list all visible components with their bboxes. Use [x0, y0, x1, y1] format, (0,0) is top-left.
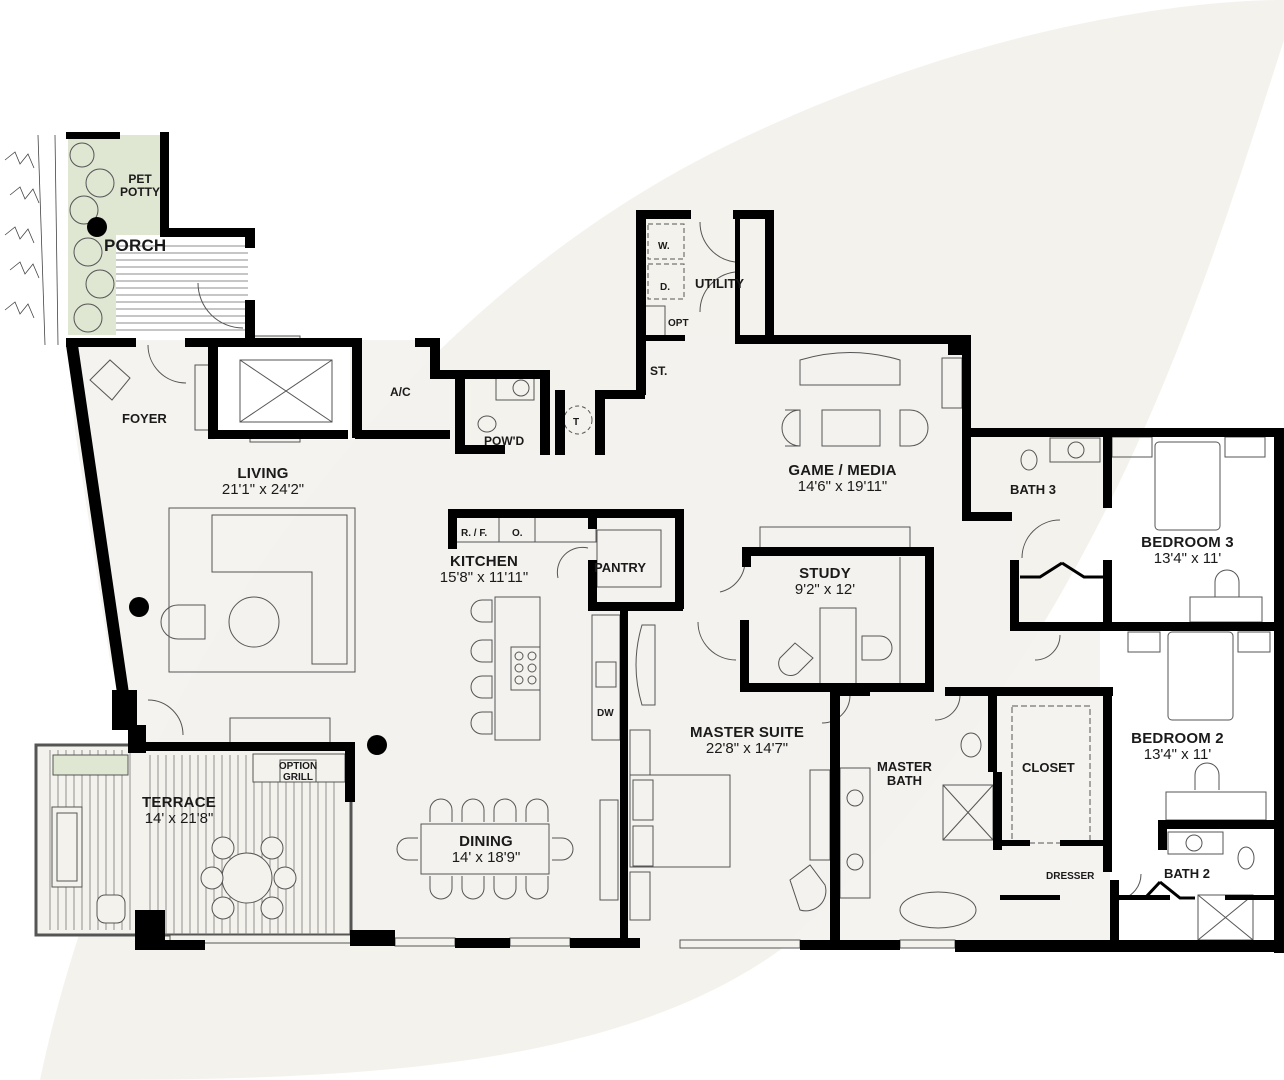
column — [129, 597, 149, 617]
room-label-ac: A/C — [390, 384, 411, 401]
room-label-game-media: GAME / MEDIA 14'6" x 19'11" — [770, 463, 915, 495]
room-label-utility: UTILITY — [695, 276, 744, 293]
dishwasher-name: DW — [597, 708, 614, 719]
terrace-table — [221, 852, 273, 904]
room-label-oven: O. — [512, 524, 523, 541]
dining-dims: 14' x 18'9" — [451, 848, 521, 866]
master-bath-line1: MASTER — [877, 759, 932, 774]
porch-name: PORCH — [104, 236, 167, 255]
study-dims: 9'2" x 12' — [794, 580, 856, 598]
room-label-opt: OPT — [668, 314, 689, 331]
washer-name: W. — [658, 241, 670, 252]
room-label-trash: T — [573, 413, 579, 430]
opt-name: OPT — [668, 318, 689, 329]
room-label-dishwasher: DW — [597, 704, 614, 721]
terrace-name: TERRACE — [142, 794, 216, 811]
room-label-washer: W. — [658, 237, 670, 254]
room-label-dresser: DRESSER — [1046, 867, 1094, 884]
room-label-master-suite: MASTER SUITE 22'8" x 14'7" — [677, 725, 817, 757]
terrace-sofa-cushion — [56, 812, 78, 882]
bath2-name: BATH 2 — [1164, 866, 1210, 881]
room-label-foyer: FOYER — [122, 411, 167, 428]
dresser-name: DRESSER — [1046, 871, 1095, 882]
room-label-dining: DINING 14' x 18'9" — [436, 834, 536, 866]
room-label-bedroom3: BEDROOM 3 13'4" x 11' — [1130, 535, 1245, 567]
column — [367, 735, 387, 755]
bath3-name: BATH 3 — [1010, 482, 1056, 497]
closet-name: CLOSET — [1022, 760, 1075, 775]
master-bath-line2: BATH — [886, 772, 923, 788]
terrace-planter — [52, 754, 129, 776]
room-label-living: LIVING 21'1" x 24'2" — [208, 466, 318, 498]
game-media-dims: 14'6" x 19'11" — [797, 477, 888, 495]
kitchen-dims: 15'8" x 11'11" — [439, 568, 529, 586]
master-suite-dims: 22'8" x 14'7" — [705, 739, 789, 757]
walls — [66, 132, 1284, 953]
kitchen-name: KITCHEN — [449, 553, 519, 570]
room-label-study: STUDY 9'2" x 12' — [780, 566, 870, 598]
refrigerator-name: R. / F. — [461, 528, 488, 539]
pantry-name: PANTRY — [594, 560, 646, 575]
porch-decking — [116, 245, 248, 331]
bedroom2-name: BEDROOM 2 — [1131, 730, 1224, 747]
room-label-powder: POW'D — [484, 433, 524, 450]
dining-name: DINING — [459, 833, 513, 850]
bedroom3-dims: 13'4" x 11' — [1153, 549, 1222, 567]
terrace-chair — [96, 894, 126, 924]
room-label-porch: PORCH — [104, 237, 166, 255]
terrace-chairs — [200, 836, 297, 920]
room-label-master-bath: MASTER BATH — [872, 760, 937, 787]
ac-name: A/C — [390, 385, 411, 399]
room-label-storage: ST. — [650, 363, 667, 380]
room-label-bath2: BATH 2 — [1164, 866, 1210, 883]
option-grill-line2: GRILL — [283, 771, 313, 783]
pet-potty-line2: POTTY — [119, 184, 160, 199]
room-label-closet: CLOSET — [1022, 760, 1075, 777]
hedge-plants — [4, 134, 59, 346]
game-media-name: GAME / MEDIA — [788, 462, 897, 479]
room-label-kitchen: KITCHEN 15'8" x 11'11" — [424, 554, 544, 586]
room-label-pantry: PANTRY — [594, 560, 646, 577]
column — [87, 217, 107, 237]
option-grill-line1: OPTION — [278, 761, 318, 772]
oven-name: O. — [512, 528, 523, 539]
bedroom2-dims: 13'4" x 11' — [1143, 745, 1212, 763]
option-grill-unit — [279, 759, 317, 783]
terrace-dims: 14' x 21'8" — [144, 809, 214, 827]
room-label-pet-potty: PET POTTY — [119, 173, 161, 198]
trash-name: T — [573, 417, 580, 428]
living-dims: 21'1" x 24'2" — [221, 480, 305, 498]
shrubs — [69, 142, 115, 333]
room-label-bath3: BATH 3 — [1010, 482, 1056, 499]
room-label-dryer: D. — [660, 278, 670, 295]
pet-potty-line1: PET — [128, 172, 152, 186]
study-name: STUDY — [799, 565, 851, 582]
storage-name: ST. — [650, 364, 668, 378]
master-suite-name: MASTER SUITE — [689, 724, 805, 741]
bedroom3-name: BEDROOM 3 — [1141, 534, 1234, 551]
room-label-bedroom2: BEDROOM 2 13'4" x 11' — [1120, 731, 1235, 763]
closet-doors — [1020, 561, 1195, 900]
living-name: LIVING — [237, 465, 289, 482]
powder-name: POW'D — [484, 434, 525, 448]
pet-potty-area — [116, 135, 166, 235]
room-label-refrigerator: R. / F. — [461, 524, 487, 541]
foyer-name: FOYER — [122, 411, 167, 426]
room-label-terrace: TERRACE 14' x 21'8" — [134, 795, 224, 827]
utility-name: UTILITY — [695, 276, 745, 291]
dryer-name: D. — [660, 282, 670, 293]
room-label-option-grill: OPTION GRILL — [276, 761, 320, 783]
furniture — [89, 221, 1271, 941]
